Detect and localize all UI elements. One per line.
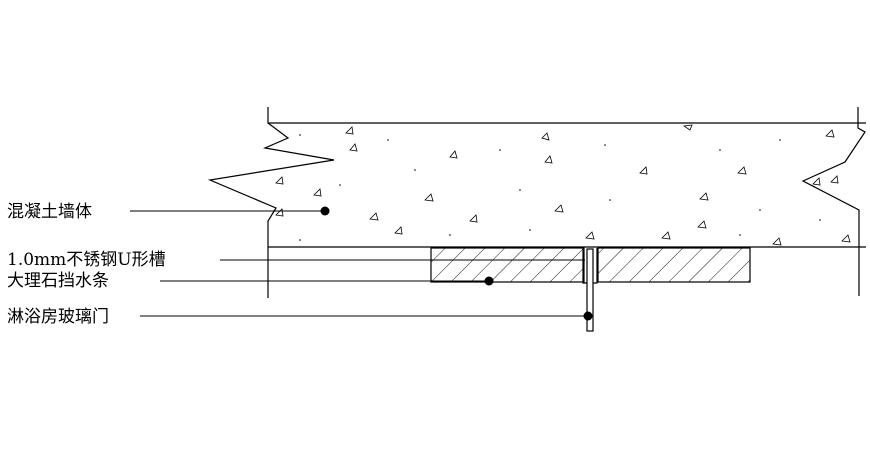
label-marble-strip: 大理石挡水条: [7, 271, 109, 291]
wall-break-left: [207, 122, 335, 298]
leader-lines: [130, 210, 588, 317]
leader-dots: [320, 206, 593, 321]
concrete-wall: [207, 107, 866, 298]
wall-outline-top: [267, 107, 866, 124]
label-u-channel: 1.0mm不锈钢U形槽: [7, 250, 166, 270]
door-leader-dot: [583, 311, 593, 321]
marble-strip-left: [430, 247, 585, 283]
glass-door: [586, 248, 594, 332]
wall-leader-dot: [320, 206, 330, 216]
concrete-dots: [299, 134, 821, 241]
concrete-aggregate: [275, 124, 851, 246]
label-glass-door: 淋浴房玻璃门: [7, 307, 109, 327]
marble-strip-right: [597, 247, 751, 283]
label-concrete-wall: 混凝土墙体: [7, 202, 92, 222]
marble-leader-dot: [484, 276, 494, 286]
wall-break-right: [801, 107, 866, 296]
